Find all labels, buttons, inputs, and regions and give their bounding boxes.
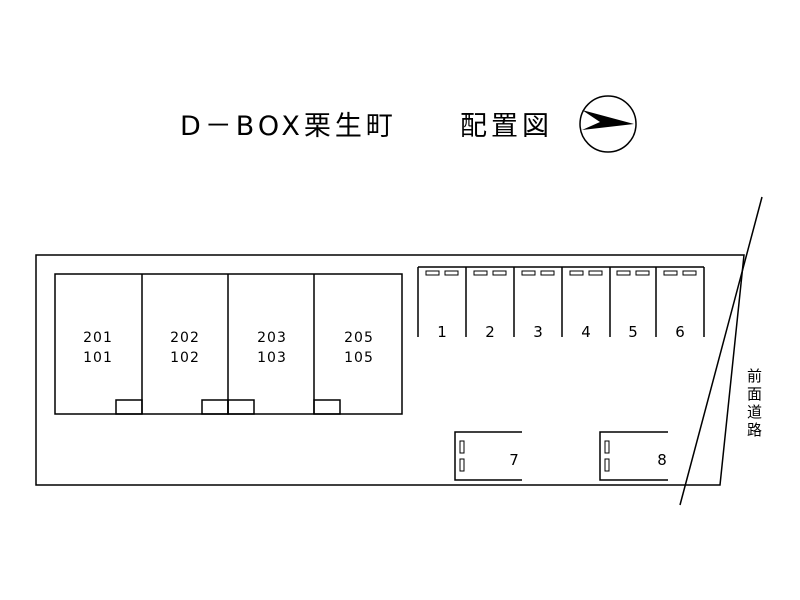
- unit-203-103: 203 103: [257, 330, 287, 366]
- unit-lower-label: 101: [83, 350, 113, 366]
- parking-numbers: 1 2 3 4 5 6: [437, 323, 685, 341]
- road-edge: [679, 196, 763, 506]
- parking-8: 8: [599, 431, 668, 481]
- unit-202-102: 202 102: [170, 330, 200, 366]
- unit-lower-label: 105: [344, 350, 374, 366]
- north-arrow-icon: [579, 95, 637, 153]
- unit-205-105: 205 105: [344, 330, 374, 366]
- svg-text:道: 道: [747, 403, 762, 421]
- svg-text:前: 前: [747, 367, 762, 385]
- site-boundary: [35, 254, 745, 486]
- parking-2-label: 2: [485, 323, 495, 341]
- unit-lower-label: 103: [257, 350, 287, 366]
- parking-1-label: 1: [437, 323, 447, 341]
- unit-upper-label: 205: [344, 330, 374, 346]
- building: [54, 273, 403, 415]
- unit-lower-label: 102: [170, 350, 200, 366]
- unit-upper-label: 202: [170, 330, 200, 346]
- parking-8-label: 8: [657, 451, 667, 469]
- svg-text:面: 面: [747, 385, 762, 403]
- parking-row: [417, 266, 705, 337]
- title: D－BOX栗生町: [180, 111, 397, 142]
- parking-6-label: 6: [675, 323, 685, 341]
- unit-upper-label: 203: [257, 330, 287, 346]
- subtitle: 配置図: [460, 111, 553, 142]
- unit-upper-label: 201: [83, 330, 113, 346]
- svg-text:路: 路: [747, 421, 762, 439]
- parking-4-label: 4: [581, 323, 591, 341]
- unit-201-101: 201 101: [83, 330, 113, 366]
- parking-5-label: 5: [628, 323, 638, 341]
- parking-7: 7: [454, 431, 522, 481]
- parking-3-label: 3: [533, 323, 543, 341]
- parking-7-label: 7: [509, 451, 519, 469]
- road-label: 前 面 道 路: [747, 367, 762, 439]
